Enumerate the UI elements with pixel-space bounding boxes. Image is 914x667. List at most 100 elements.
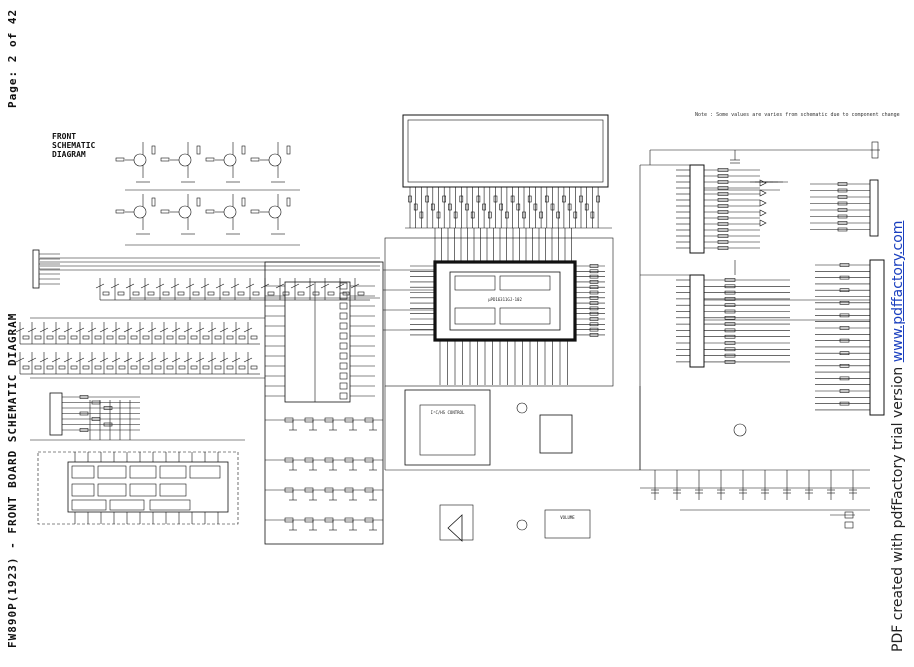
switch-contact [27, 357, 37, 363]
resistor [202, 335, 210, 340]
resistor [839, 288, 850, 293]
resistor [130, 365, 138, 370]
vfd-resistor [579, 195, 583, 203]
resistor [250, 209, 260, 214]
resistor [238, 365, 246, 370]
resistor [82, 335, 90, 340]
resistor [839, 401, 850, 406]
diagram-label-line: FRONT [52, 132, 77, 141]
vfd-resistor [584, 203, 589, 211]
resistor [106, 335, 114, 340]
vfd-resistor [556, 211, 561, 219]
switch-contact [123, 327, 133, 333]
pdffactory-link[interactable]: www.pdffactory.com [890, 220, 906, 363]
resistor [205, 157, 215, 162]
resistor [717, 174, 729, 178]
diode [759, 199, 767, 207]
document-title: FW890P(1923) - FRONT BOARD SCHEMATIC DIA… [6, 312, 19, 648]
function-block [71, 483, 95, 497]
vfd-resistor [527, 195, 532, 203]
resistor [192, 291, 200, 296]
pin-box [339, 302, 348, 310]
resistor [589, 280, 599, 284]
resistor [250, 335, 258, 340]
pdf-watermark: PDF created with pdfFactory trial versio… [890, 221, 906, 652]
transistor-symbol [223, 153, 237, 167]
resistor [717, 240, 729, 244]
schematic-note: Note : Some values are varies from schem… [695, 112, 900, 118]
resistor [724, 315, 736, 320]
switch-contact [99, 357, 109, 363]
resistor [837, 195, 848, 199]
resistor [724, 284, 736, 289]
switch-contact [245, 283, 255, 289]
switch-contact [231, 357, 241, 363]
switch-contact [159, 327, 169, 333]
switch-contact [95, 283, 105, 289]
resistor [589, 333, 599, 337]
resistor [267, 291, 275, 296]
resistor [103, 422, 113, 427]
vfd-resistor [442, 195, 447, 203]
resistor [214, 335, 222, 340]
pin-box [339, 382, 348, 390]
resistor [178, 335, 186, 340]
resistor [79, 411, 89, 416]
resistor [106, 365, 114, 370]
resistor [589, 301, 599, 305]
switch-contact [320, 283, 330, 289]
resistor [724, 278, 736, 282]
resistor [839, 263, 850, 267]
switch-contact [195, 357, 205, 363]
switch-contact [171, 327, 181, 333]
resistor [241, 145, 246, 155]
switch-contact [51, 327, 61, 333]
vfd-resistor [533, 203, 538, 211]
resistor [724, 334, 736, 339]
function-block [71, 465, 95, 479]
header [871, 141, 879, 159]
resistor [117, 291, 125, 296]
resistor [94, 365, 102, 370]
switch-contact [155, 283, 165, 289]
switch-contact [200, 283, 210, 289]
resistor [837, 221, 848, 225]
vfd-resistor [482, 203, 486, 211]
resistor [837, 214, 848, 219]
vfd-resistor [453, 211, 458, 219]
vfd-resistor [487, 211, 492, 219]
vfd-resistor [425, 195, 429, 203]
resistor [717, 246, 729, 250]
resistor [177, 291, 185, 296]
vfd-resistor [465, 203, 469, 211]
resistor [151, 145, 156, 155]
resistor [237, 291, 245, 296]
resistor [589, 285, 599, 290]
transistor-symbol [178, 205, 192, 219]
vfd-resistor [476, 195, 481, 203]
resistor [717, 198, 729, 202]
transistor-symbol [133, 153, 147, 167]
switch-contact [183, 357, 193, 363]
switch-contact [159, 357, 169, 363]
switch-contact [75, 327, 85, 333]
pin-box [339, 292, 348, 300]
resistor [839, 351, 850, 356]
switch-contact [231, 327, 241, 333]
resistor [115, 209, 125, 214]
transistor-symbol [223, 205, 237, 219]
pin-box [339, 322, 348, 330]
resistor [70, 365, 78, 370]
resistor [34, 365, 42, 370]
switch-contact [171, 357, 181, 363]
switch-contact [305, 283, 315, 289]
connector [844, 521, 854, 529]
switch-contact [39, 357, 49, 363]
function-block [159, 465, 187, 479]
vfd-resistor [590, 211, 595, 219]
resistor [58, 365, 66, 370]
switch-contact [111, 327, 121, 333]
resistor [202, 365, 210, 370]
switch-contact [183, 327, 193, 333]
resistor [589, 295, 599, 300]
